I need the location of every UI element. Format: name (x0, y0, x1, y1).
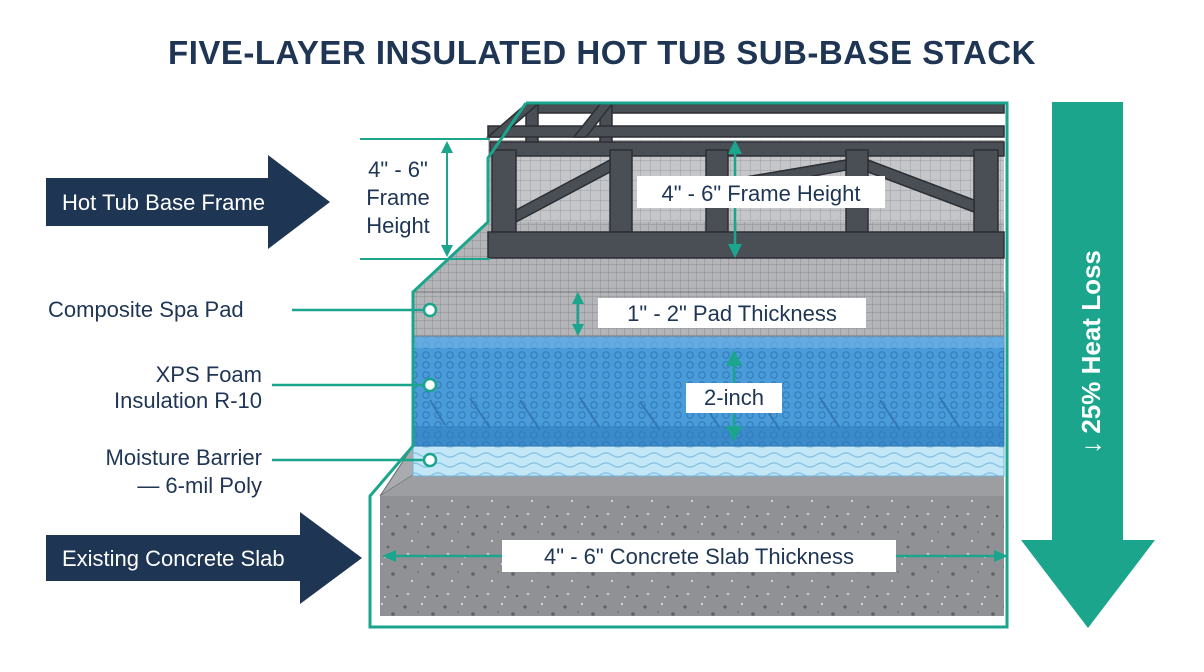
stack-outline (368, 101, 1009, 629)
hot-tub-base-frame (485, 103, 1005, 259)
concrete-thickness-label: 4" - 6" Concrete Slab Thickness (544, 544, 854, 569)
moisture-label-line-1: Moisture Barrier (106, 445, 262, 470)
moisture-barrier-layer (412, 445, 1005, 477)
hot-tub-base-frame-label: Hot Tub Base Frame (62, 190, 265, 215)
spa-pad-label: Composite Spa Pad (48, 297, 244, 322)
moisture-label-line-2: — 6-mil Poly (137, 473, 262, 498)
concrete-slab-callout: Existing Concrete Slab (46, 512, 362, 604)
xps-label-line-2: Insulation R-10 (114, 388, 262, 413)
frame-side-dim-line-1: 4" - 6" (368, 157, 428, 182)
hot-tub-base-frame-callout: Hot Tub Base Frame (46, 155, 330, 249)
frame-height-label-bg (637, 176, 885, 208)
frame-side-dimension (360, 138, 490, 260)
frame-side-dim-line-2: Frame (366, 185, 430, 210)
pad-thickness-arrow (572, 292, 584, 336)
concrete-slab-label: Existing Concrete Slab (62, 546, 285, 571)
diagram-title: FIVE-LAYER INSULATED HOT TUB SUB-BASE ST… (168, 34, 1036, 71)
concrete-thickness-label-bg (502, 540, 896, 572)
xps-thickness-label-bg (686, 383, 782, 413)
xps-label-line-1: XPS Foam (156, 362, 262, 387)
xps-thickness-label: 2-inch (704, 385, 764, 410)
heat-loss-label: ↓ 25% Heat Loss (1076, 250, 1106, 454)
leader-lines (272, 302, 438, 468)
heat-loss-arrow: ↓ 25% Heat Loss (1021, 102, 1155, 628)
frame-height-label: 4" - 6" Frame Height (661, 181, 860, 206)
frame-side-dim-line-3: Height (366, 213, 430, 238)
pad-thickness-label-bg (598, 298, 866, 328)
pad-thickness-label: 1" - 2" Pad Thickness (627, 301, 837, 326)
